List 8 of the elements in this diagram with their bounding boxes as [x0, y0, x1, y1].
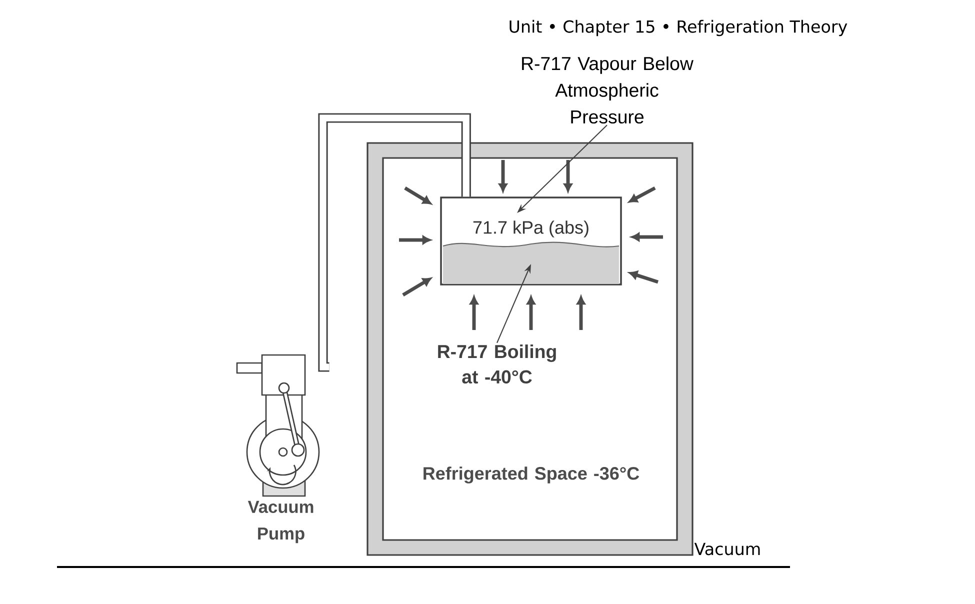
- liquid: [442, 242, 620, 284]
- pump-label: Vacuum Pump: [248, 500, 314, 544]
- callout-text: R-717 Vapour Below Atmospheric Pressure: [522, 56, 694, 124]
- callout-text: R-717 Boiling at -40°C: [438, 344, 556, 384]
- header-text: Unit • Chapter 15 • Refrigeration Theory: [510, 20, 848, 36]
- label-text: Vacuum: [694, 542, 760, 556]
- pipe: [318, 113, 471, 372]
- vacuum-pump-drawing: [236, 354, 320, 497]
